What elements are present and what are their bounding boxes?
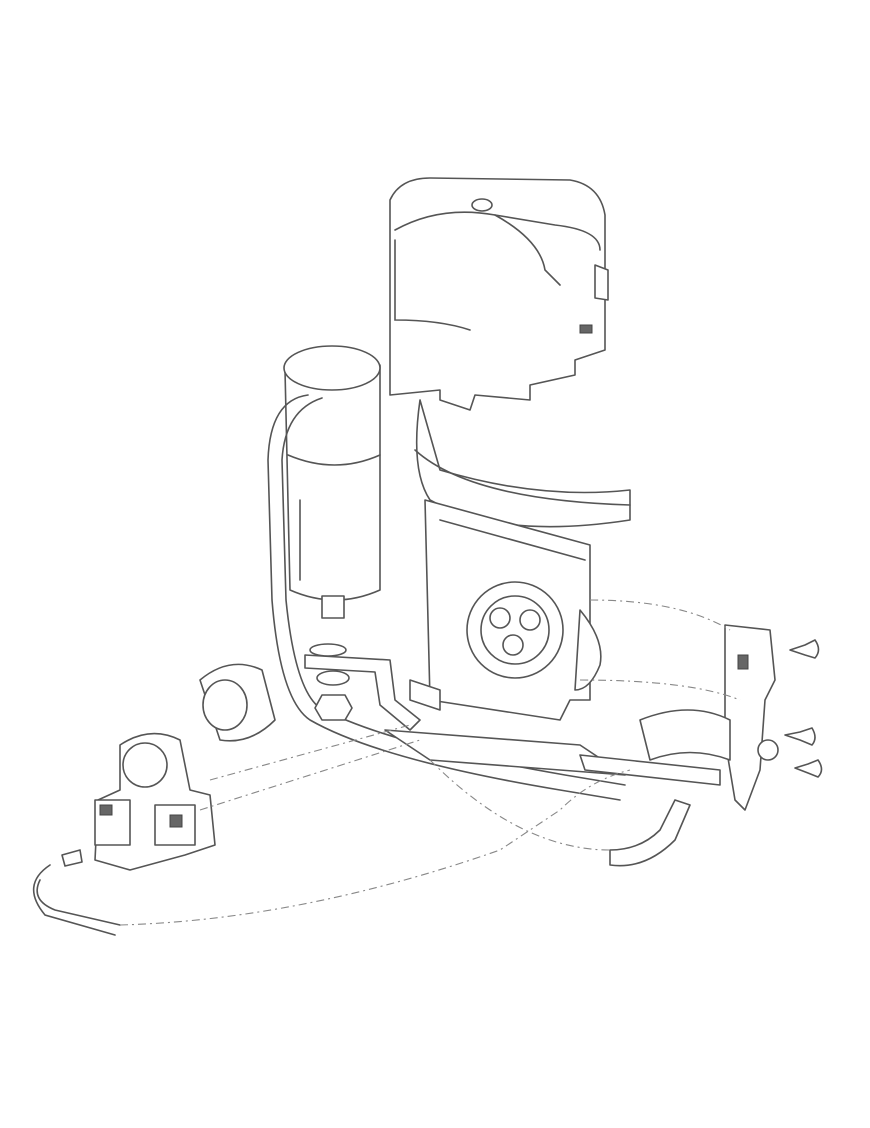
assembly-guide-lines bbox=[119, 599, 741, 926]
capacitor bbox=[283, 345, 381, 619]
overload-protector bbox=[579, 624, 779, 811]
mounting-bracket bbox=[304, 643, 441, 731]
screws bbox=[784, 639, 823, 778]
compressor-shell bbox=[414, 399, 631, 528]
terminal-cover bbox=[389, 177, 609, 411]
wire bbox=[267, 394, 621, 801]
base-plate bbox=[384, 499, 626, 776]
starter-relay bbox=[61, 663, 276, 871]
